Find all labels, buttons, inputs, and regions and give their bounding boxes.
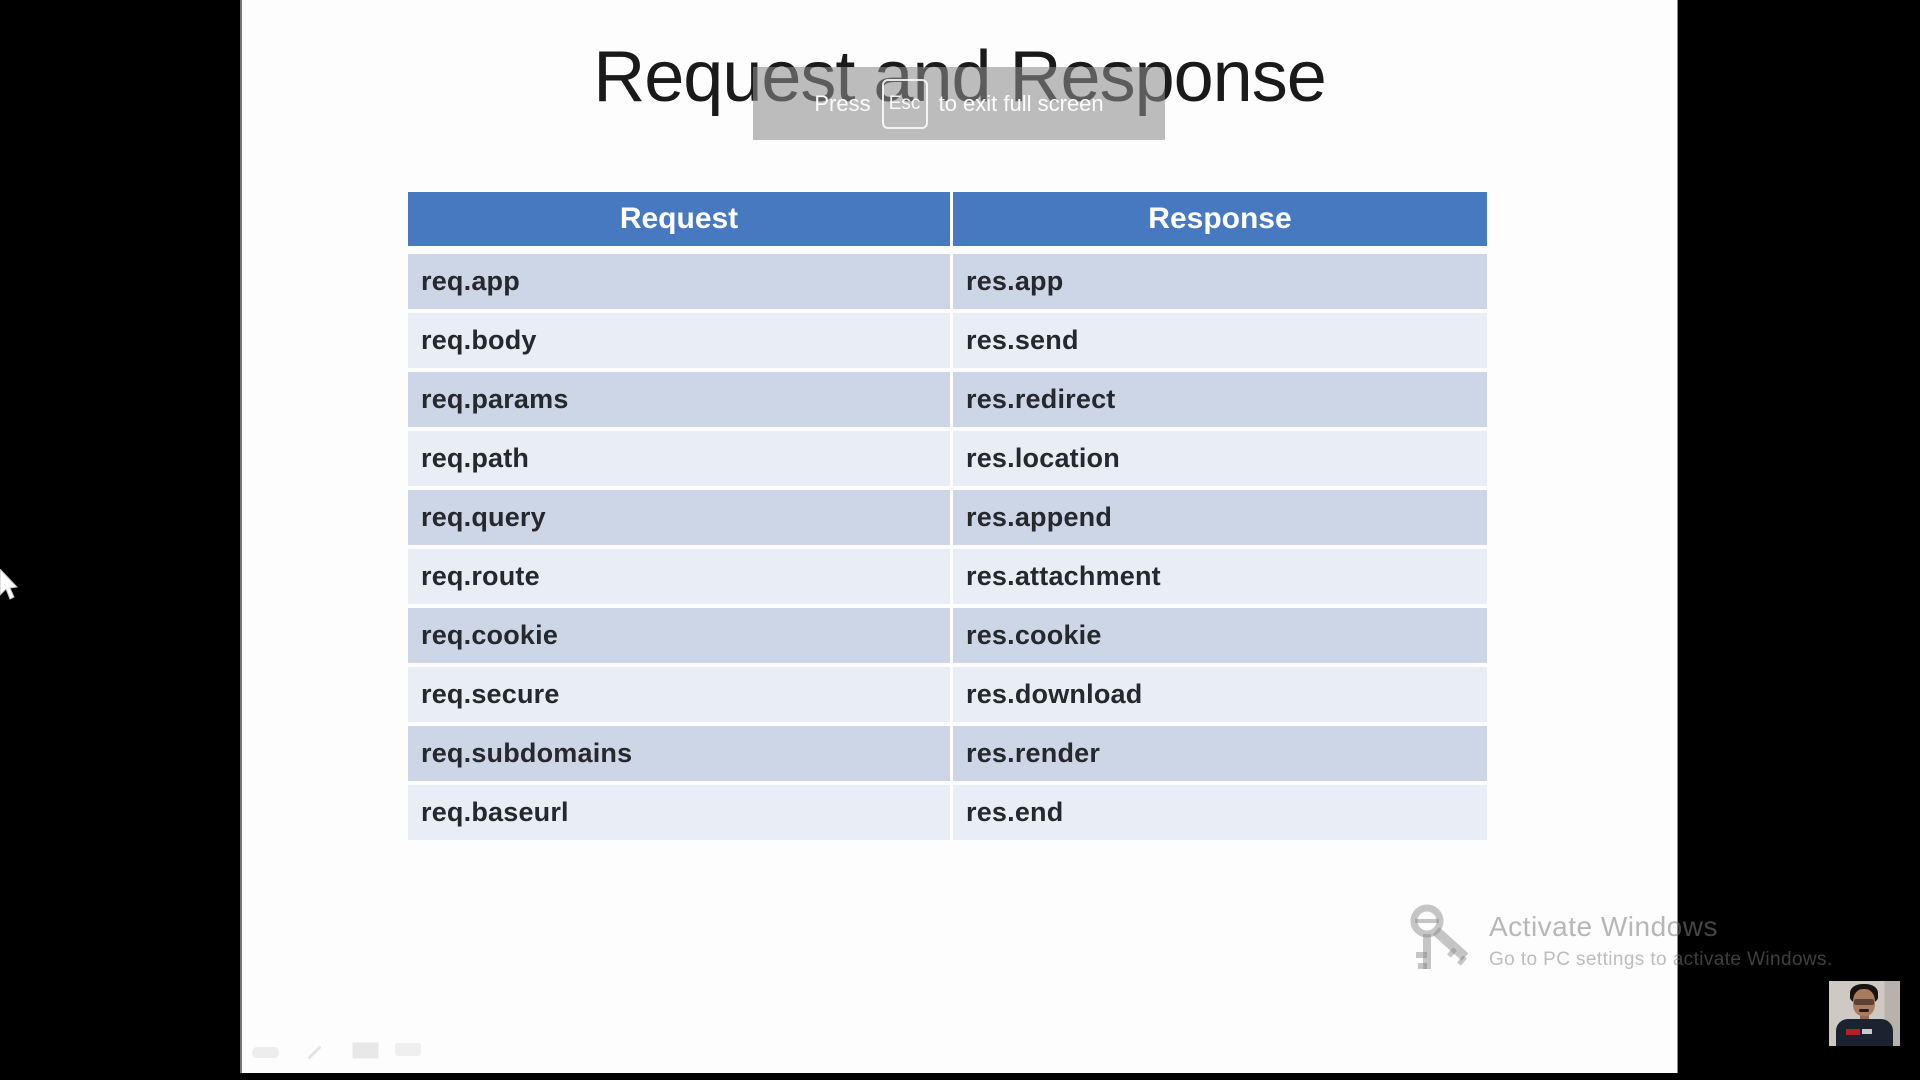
table-cell-response: res.append	[953, 490, 1487, 545]
col-header-response: Response	[953, 192, 1487, 246]
watermark-title: Activate Windows	[1489, 911, 1718, 942]
table-cell-request: req.cookie	[408, 608, 950, 663]
table-cell-request: req.query	[408, 490, 950, 545]
request-response-table: Request Response req.app res.app req.bod…	[408, 192, 1487, 844]
table-cell-response: res.end	[953, 785, 1487, 840]
activate-windows-watermark: Activate Windows Go to PC settings to ac…	[1403, 903, 1833, 979]
table-cell-request: req.subdomains	[408, 726, 950, 781]
table-row: req.route res.attachment	[408, 549, 1487, 604]
table-cell-response: res.cookie	[953, 608, 1487, 663]
table-cell-response: res.download	[953, 667, 1487, 722]
table-cell-request: req.path	[408, 431, 950, 486]
shirt-graphic-white	[1862, 1029, 1872, 1034]
table-row: req.cookie res.cookie	[408, 608, 1487, 663]
table-cell-request: req.route	[408, 549, 950, 604]
esc-key: Esc	[881, 78, 928, 129]
table-cell-request: req.params	[408, 372, 950, 427]
table-row: req.body res.send	[408, 313, 1487, 368]
table-row: req.app res.app	[408, 254, 1487, 309]
table-row: req.query res.append	[408, 490, 1487, 545]
toast-text-suffix: to exit full screen	[938, 90, 1104, 116]
table-cell-request: req.baseurl	[408, 785, 950, 840]
letterbox-left-edge	[240, 0, 242, 1073]
table-cell-response: res.redirect	[953, 372, 1487, 427]
col-header-request: Request	[408, 192, 950, 246]
table-cell-response: res.app	[953, 254, 1487, 309]
mouse-cursor	[0, 568, 19, 606]
table-cell-request: req.app	[408, 254, 950, 309]
table-cell-request: req.secure	[408, 667, 950, 722]
nav-pill-icon[interactable]	[252, 1047, 279, 1058]
table-cell-response: res.render	[953, 726, 1487, 781]
toast-text-prefix: Press	[814, 90, 871, 116]
table-cell-response: res.send	[953, 313, 1487, 368]
zoom-pill-icon[interactable]	[395, 1043, 421, 1056]
watermark-text: Activate Windows Go to PC settings to ac…	[1489, 903, 1833, 979]
table-cell-response: res.location	[953, 431, 1487, 486]
watermark-subtitle: Go to PC settings to activate Windows.	[1489, 949, 1833, 970]
glasses-icon	[1854, 999, 1874, 1005]
table-row: req.params res.redirect	[408, 372, 1487, 427]
presenter-neck	[1860, 1014, 1869, 1021]
table-header-row: Request Response	[408, 192, 1487, 246]
table-row: req.path res.location	[408, 431, 1487, 486]
webcam-overlay	[1829, 981, 1900, 1046]
table-row: req.baseurl res.end	[408, 785, 1487, 840]
table-cell-response: res.attachment	[953, 549, 1487, 604]
table-row: req.subdomains res.render	[408, 726, 1487, 781]
slide-grid-icon[interactable]	[352, 1042, 379, 1059]
key-icon	[1403, 903, 1477, 979]
letterbox-bottom	[0, 1073, 1920, 1080]
letterbox-right-edge	[1677, 0, 1678, 1073]
table-cell-request: req.body	[408, 313, 950, 368]
fullscreen-toast: Press Esc to exit full screen	[753, 67, 1165, 140]
table-row: req.secure res.download	[408, 667, 1487, 722]
shirt-graphic-red	[1846, 1029, 1860, 1035]
presenter-mustache	[1859, 1009, 1869, 1012]
